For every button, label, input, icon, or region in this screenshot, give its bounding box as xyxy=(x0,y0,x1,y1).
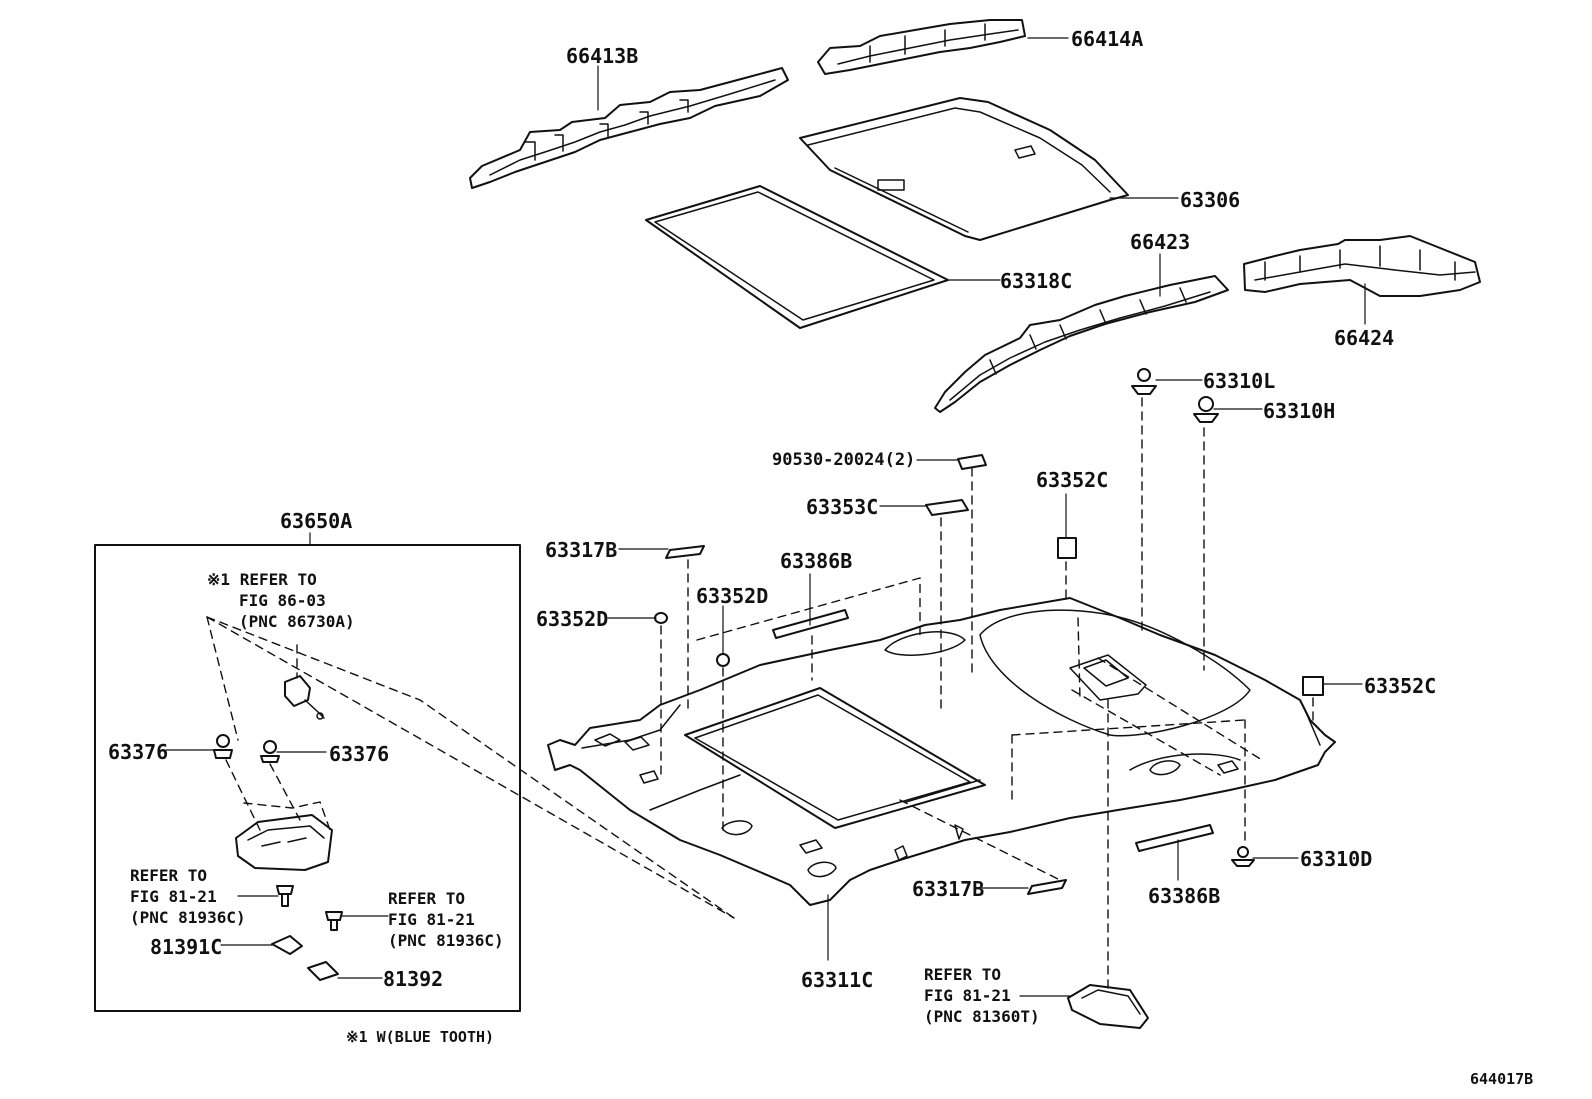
label-81391C: 81391C xyxy=(150,935,223,959)
label-63352D-left: 63352D xyxy=(536,607,609,631)
part-63386B-bottom-drawing xyxy=(1135,824,1214,852)
clip-63376-left-drawing xyxy=(213,734,233,759)
note-right-ref: REFER TO FIG 81-21 (PNC 81936C) xyxy=(388,888,504,951)
part-81391C-drawing xyxy=(271,935,303,955)
label-81392: 81392 xyxy=(383,967,444,991)
note-bottom-line3: (PNC 81360T) xyxy=(924,1007,1040,1026)
note-left-ref: REFER TO FIG 81-21 (PNC 81936C) xyxy=(130,865,246,928)
label-63310D: 63310D xyxy=(1300,847,1373,871)
note-left-line1: REFER TO xyxy=(130,866,208,885)
clip-63310L-drawing xyxy=(1131,368,1157,395)
part-63317B-top-drawing xyxy=(665,545,705,559)
part-90530-drawing xyxy=(957,454,987,470)
label-63353C: 63353C xyxy=(806,495,879,519)
note-bottom-line2: FIG 81-21 xyxy=(924,986,1011,1005)
part-63353C-drawing xyxy=(925,499,969,516)
clip-63310D-drawing xyxy=(1231,846,1255,867)
note-bottom-ref: REFER TO FIG 81-21 (PNC 81360T) xyxy=(924,964,1040,1027)
label-90530-20024: 90530-20024(2) xyxy=(772,450,916,470)
label-63650A: 63650A xyxy=(280,509,353,533)
part-66413B-drawing xyxy=(469,67,789,189)
assembly-lines xyxy=(206,397,1314,991)
note-bluetooth-mark: ※1 xyxy=(207,570,231,589)
note-right-line3: (PNC 81936C) xyxy=(388,931,504,950)
label-63311C: 63311C xyxy=(801,968,874,992)
screw-81936C-right-drawing xyxy=(325,911,343,931)
part-63352D-mid-drawing xyxy=(716,653,730,667)
note-bluetooth-ref: ※1 REFER TO FIG 86-03 (PNC 86730A) xyxy=(207,569,355,632)
footnote-bluetooth: ※1 W(BLUE TOOTH) xyxy=(346,1028,495,1046)
label-63386B-bottom: 63386B xyxy=(1148,884,1221,908)
part-63318C-drawing xyxy=(645,185,949,329)
label-63376-left: 63376 xyxy=(108,740,169,764)
leader-lines xyxy=(165,37,1366,997)
part-63650A-console-drawing xyxy=(235,814,333,871)
clip-63310H-drawing xyxy=(1193,396,1219,423)
label-66423: 66423 xyxy=(1130,230,1191,254)
label-63352D-mid: 63352D xyxy=(696,584,769,608)
box-63650A xyxy=(94,544,521,1012)
clip-63376-right-drawing xyxy=(260,740,280,763)
note-bluetooth-line1: REFER TO xyxy=(239,570,317,589)
label-63352C-top: 63352C xyxy=(1036,468,1109,492)
part-63352C-right-drawing xyxy=(1302,676,1324,696)
part-63317B-bottom-drawing xyxy=(1027,879,1067,895)
note-bluetooth-line2: FIG 86-03 xyxy=(239,591,326,610)
note-left-line3: (PNC 81936C) xyxy=(130,908,246,927)
label-63376-right: 63376 xyxy=(329,742,390,766)
part-63352C-top-drawing xyxy=(1057,537,1077,559)
part-63311C-drawing xyxy=(547,597,1336,906)
label-66414A: 66414A xyxy=(1071,27,1144,51)
note-right-line1: REFER TO xyxy=(388,889,466,908)
label-63310L: 63310L xyxy=(1203,369,1276,393)
part-81360T-drawing xyxy=(1067,984,1149,1029)
label-63317B-top: 63317B xyxy=(545,538,618,562)
part-63386B-top-drawing xyxy=(772,609,849,639)
label-63386B-top: 63386B xyxy=(780,549,853,573)
label-63352C-right: 63352C xyxy=(1364,674,1437,698)
part-63352D-left-drawing xyxy=(654,612,668,624)
label-63310H: 63310H xyxy=(1263,399,1336,423)
label-66413B: 66413B xyxy=(566,44,639,68)
part-66414A-drawing xyxy=(817,19,1026,75)
diagram-id: 644017B xyxy=(1470,1070,1534,1088)
part-86730A-drawing xyxy=(284,675,325,720)
part-63306-drawing xyxy=(799,97,1129,241)
label-63318C: 63318C xyxy=(1000,269,1073,293)
note-bottom-line1: REFER TO xyxy=(924,965,1002,984)
part-66423-drawing xyxy=(934,275,1229,413)
part-66424-drawing xyxy=(1243,235,1481,297)
label-66424: 66424 xyxy=(1334,326,1395,350)
note-left-line2: FIG 81-21 xyxy=(130,887,217,906)
screw-81936C-left-drawing xyxy=(276,885,294,907)
note-bluetooth-line3: (PNC 86730A) xyxy=(239,612,355,631)
label-63306: 63306 xyxy=(1180,188,1241,212)
part-81392-drawing xyxy=(307,961,339,981)
note-right-line2: FIG 81-21 xyxy=(388,910,475,929)
label-63317B-bottom: 63317B xyxy=(912,877,985,901)
